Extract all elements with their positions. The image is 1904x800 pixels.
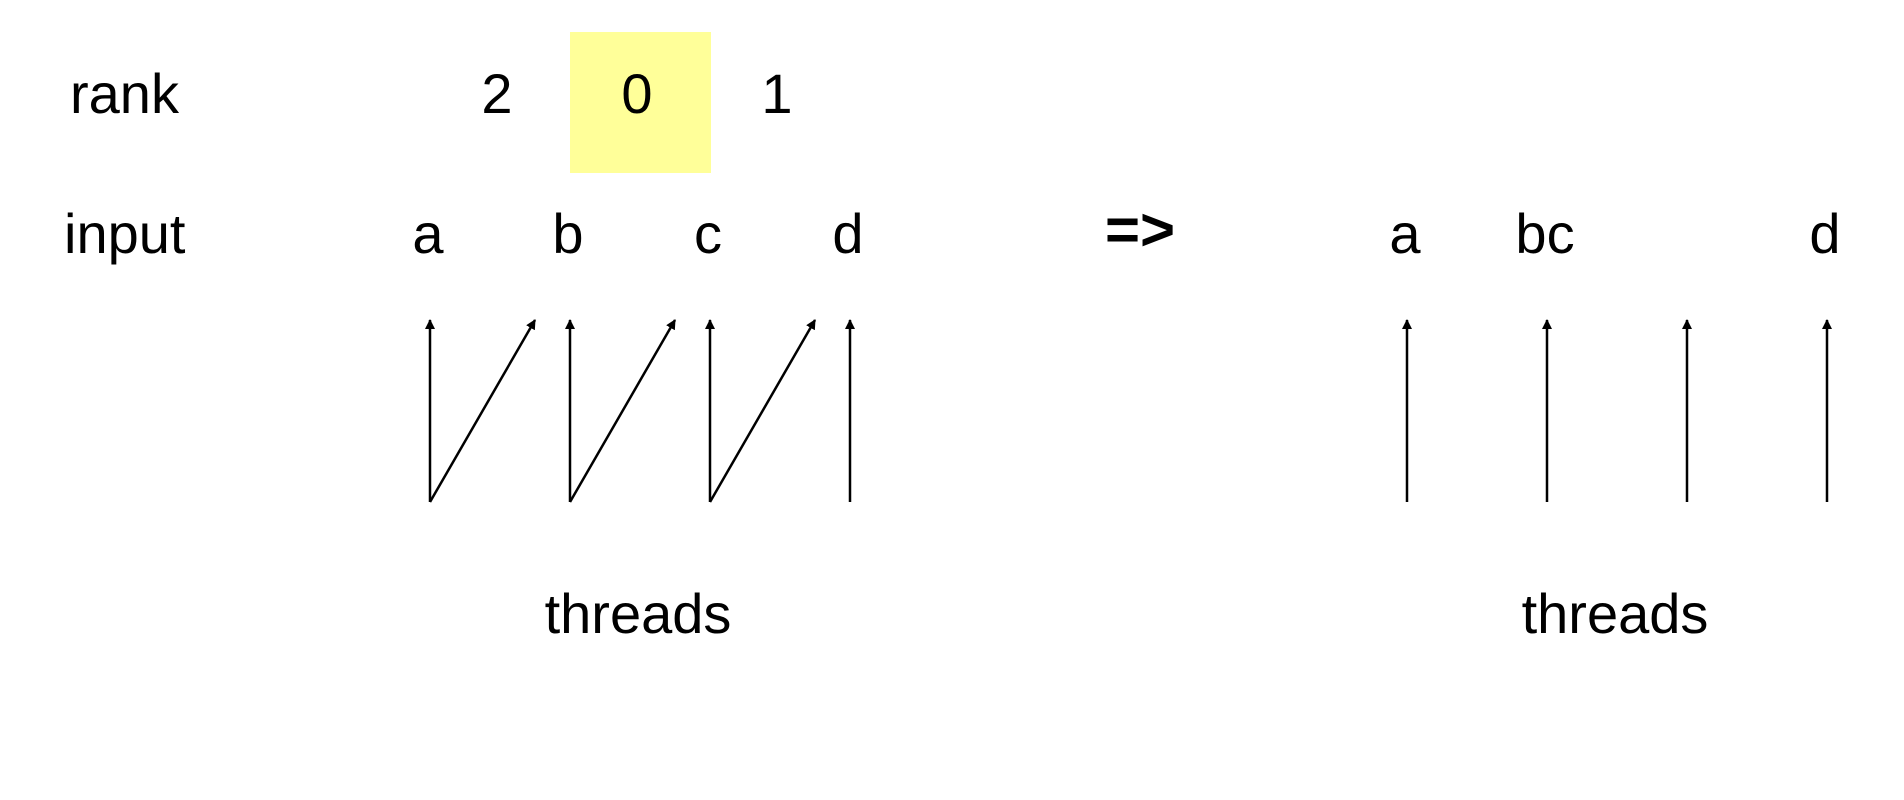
transform-arrow-symbol: => — [1104, 196, 1176, 263]
output-value: d — [1809, 202, 1841, 265]
rank-highlight — [570, 32, 711, 173]
input-row-label: input — [64, 202, 186, 265]
output-value: a — [1389, 202, 1421, 265]
rank-value-highlighted: 0 — [621, 62, 653, 125]
threads-label-right: threads — [1521, 582, 1709, 645]
thread-arrow-diagonal — [428, 319, 537, 503]
input-value: a — [412, 202, 444, 265]
rank-value: 2 — [481, 62, 513, 125]
input-value: d — [832, 202, 864, 265]
thread-arrow-diagonal — [708, 319, 817, 503]
thread-arrow-diagonal — [568, 319, 677, 503]
input-value: c — [694, 202, 722, 265]
output-value: bc — [1515, 202, 1575, 265]
rank-row-label: rank — [70, 62, 179, 125]
rank-value: 1 — [761, 62, 793, 125]
input-value: b — [552, 202, 584, 265]
threads-label-left: threads — [544, 582, 732, 645]
